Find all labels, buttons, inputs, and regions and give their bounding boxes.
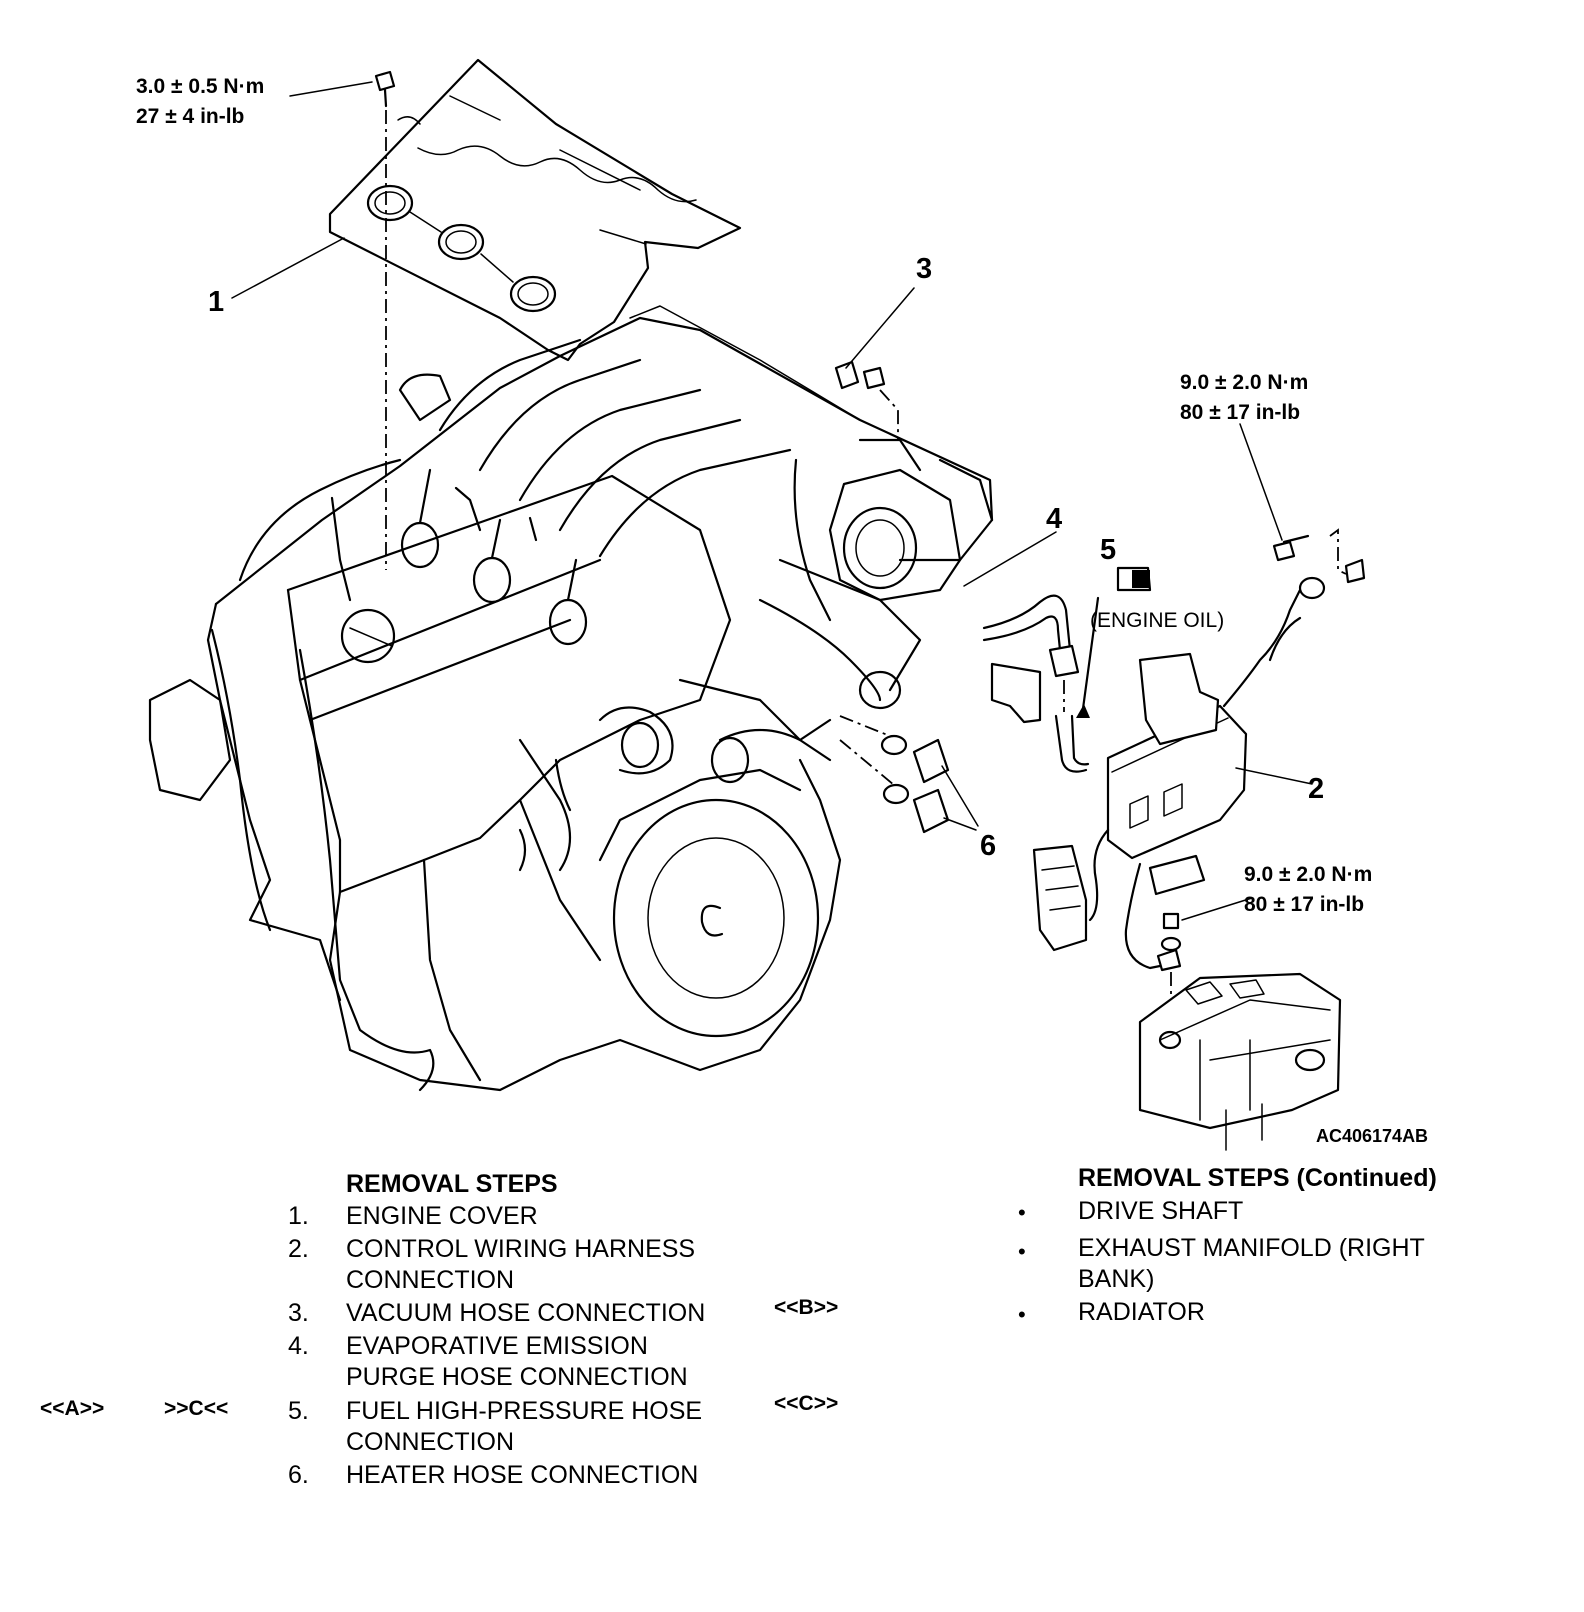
removal-steps-heading: REMOVAL STEPS (346, 1170, 558, 1198)
step-number: 4. (288, 1332, 309, 1360)
ground-bolt-torque-nm: 9.0 ± 2.0 N·m (1180, 371, 1309, 394)
continued-item-continued: BANK) (1078, 1265, 1155, 1293)
step-number: 3. (288, 1299, 309, 1327)
step-label-continued: CONNECTION (346, 1266, 515, 1294)
callout-6: 6 (980, 830, 997, 862)
continued-item: EXHAUST MANIFOLD (RIGHT (1078, 1234, 1425, 1262)
callout-3: 3 (916, 253, 933, 285)
step-label: ENGINE COVER (346, 1202, 538, 1230)
leader-lines (231, 81, 1313, 921)
bullet-icon: • (1018, 1200, 1026, 1225)
step-number: 5. (288, 1397, 309, 1425)
control-wiring-harness (1032, 528, 1366, 972)
engine-oil-label: (ENGINE OIL) (1090, 609, 1225, 632)
ground-nut-torque-nm: 9.0 ± 2.0 N·m (1244, 863, 1373, 886)
cover-bolt-torque-inlb: 27 ± 4 in-lb (136, 105, 245, 128)
purge-hose (982, 594, 1072, 652)
engine-cover (328, 58, 742, 362)
callout-5: 5 (1100, 534, 1117, 566)
removal-steps-continued-heading: REMOVAL STEPS (Continued) (1078, 1164, 1437, 1192)
cover-bolt-torque-nm: 3.0 ± 0.5 N·m (136, 75, 265, 98)
step-number: 1. (288, 1202, 309, 1230)
continued-item: DRIVE SHAFT (1078, 1197, 1244, 1225)
ground-bolt-torque-inlb: 80 ± 17 in-lb (1180, 401, 1301, 424)
step-label: FUEL HIGH-PRESSURE HOSE (346, 1397, 703, 1425)
fuse-box (1138, 912, 1342, 1151)
step-ref-install: <<B>> (774, 1296, 839, 1319)
step-ref-removal: <<A>> (40, 1397, 105, 1420)
bullet-icon: • (1018, 1302, 1026, 1327)
step-label: HEATER HOSE CONNECTION (346, 1461, 699, 1489)
continued-item: RADIATOR (1078, 1298, 1205, 1326)
cover-bolt (374, 70, 396, 570)
callout-2: 2 (1308, 773, 1325, 805)
step-ref-installation: >>C<< (164, 1397, 229, 1420)
step-number: 6. (288, 1461, 309, 1489)
step-label: CONTROL WIRING HARNESS (346, 1235, 696, 1263)
fuel-high-pressure-hose (990, 566, 1152, 773)
figure-code: AC406174AB (1316, 1126, 1429, 1146)
callout-4: 4 (1046, 503, 1063, 535)
step-ref-install: <<C>> (774, 1392, 839, 1415)
bullet-icon: • (1018, 1239, 1026, 1264)
heater-hoses (839, 715, 950, 834)
step-label: EVAPORATIVE EMISSION (346, 1332, 648, 1360)
step-label: VACUUM HOSE CONNECTION (346, 1299, 706, 1327)
callout-1: 1 (208, 286, 225, 318)
step-label-continued: CONNECTION (346, 1428, 515, 1456)
ground-nut-torque-inlb: 80 ± 17 in-lb (1244, 893, 1365, 916)
throttle-body (758, 438, 994, 710)
step-number: 2. (288, 1235, 309, 1263)
engine-block (148, 305, 994, 1092)
vacuum-hose (834, 360, 899, 440)
step-label-continued: PURGE HOSE CONNECTION (346, 1363, 688, 1391)
